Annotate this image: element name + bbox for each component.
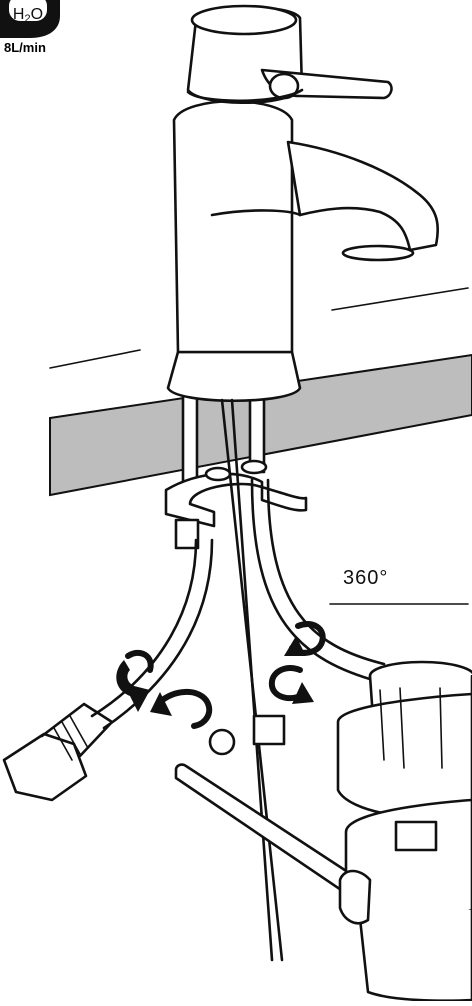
left-flex-hose (90, 538, 214, 730)
counter-edge-line-left (49, 349, 141, 369)
rotate-arrow-icon (268, 665, 314, 704)
flow-rate-label: 8L/min (4, 40, 46, 55)
water-h2o-icon: H2O (0, 0, 60, 38)
rotate-arrow-icon (284, 621, 326, 656)
drain-assembly (336, 660, 472, 1002)
rotate-arrow-icon (116, 649, 154, 712)
hose-nut (2, 702, 114, 802)
rotation-angle-label: 360° (343, 567, 389, 589)
right-flex-hose (250, 478, 386, 684)
faucet-lever (186, 4, 393, 105)
h2o-symbol: H2O (13, 6, 43, 25)
mounting-bracket (164, 459, 308, 550)
faucet-body (166, 100, 440, 402)
drain-pull-rod (174, 398, 362, 962)
rotate-arrow-icon (150, 689, 213, 729)
counter-edge-line-right (331, 287, 469, 311)
